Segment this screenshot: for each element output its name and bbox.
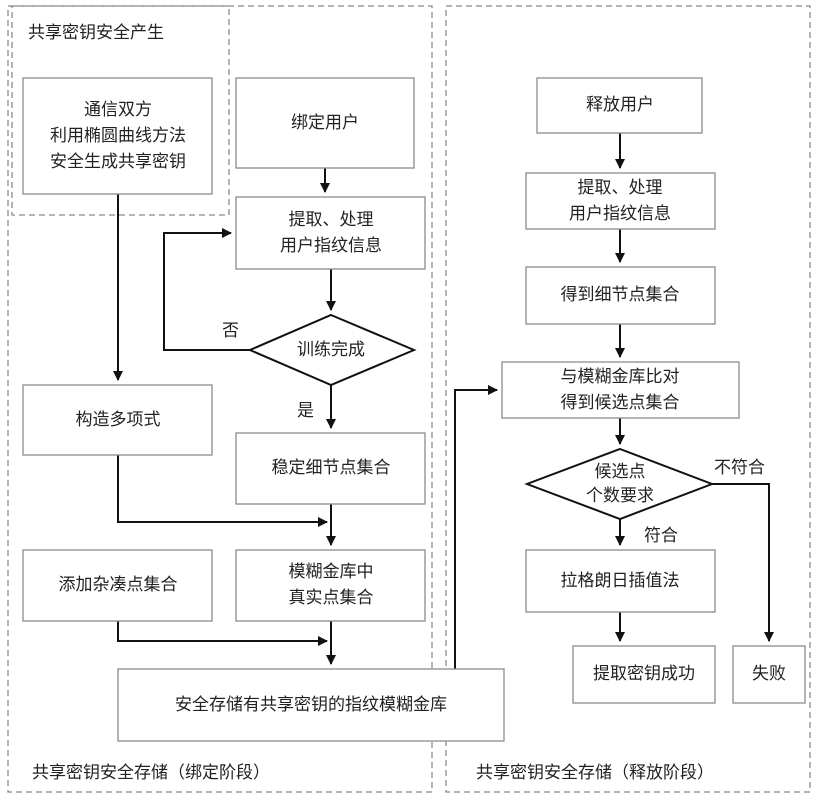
node-extract-bind — [235, 196, 426, 270]
node-label-compare-vault: 得到候选点集合 — [561, 393, 680, 413]
release-stage-frame — [445, 5, 811, 793]
node-label-extract-release: 提取、处理 — [578, 178, 663, 198]
node-label-generate-key: 利用椭圆曲线方法 — [50, 126, 186, 146]
node-label-candidate-check: 个数要求 — [586, 486, 654, 506]
node-stable-minutiae — [235, 432, 426, 505]
release-stage-title: 共享密钥安全存储（释放阶段） — [476, 763, 714, 783]
node-label-get-minutiae: 得到细节点集合 — [561, 285, 680, 305]
node-vault-genuine — [235, 549, 426, 622]
key-generation-title: 共享密钥安全产生 — [28, 23, 164, 43]
node-label-extract-bind: 提取、处理 — [289, 210, 374, 230]
node-label-key-success: 提取密钥成功 — [593, 664, 695, 684]
node-label-candidate-check: 候选点 — [595, 462, 646, 482]
node-extract-release — [525, 172, 716, 230]
node-key-success — [572, 645, 716, 704]
edge-label-yes: 是 — [297, 401, 314, 421]
edge-storage-to-compare — [454, 385, 498, 669]
node-fail — [732, 645, 806, 704]
node-label-fail: 失败 — [752, 664, 786, 684]
node-lagrange — [525, 549, 716, 613]
node-label-bind-user: 绑定用户 — [291, 113, 359, 133]
edge-label-not-match: 不符合 — [714, 458, 765, 478]
node-label-release-user: 释放用户 — [586, 95, 654, 115]
node-label-extract-bind: 用户指纹信息 — [280, 236, 382, 256]
bind-stage-title: 共享密钥安全存储（绑定阶段） — [32, 763, 270, 783]
node-label-add-chaff: 添加杂凑点集合 — [59, 575, 178, 595]
node-label-stable-minutiae: 稳定细节点集合 — [272, 458, 391, 478]
node-label-secure-vault: 安全存储有共享密钥的指纹模糊金库 — [175, 695, 447, 715]
node-label-build-polynomial: 构造多项式 — [76, 410, 161, 430]
key-generation-frame — [11, 5, 230, 216]
node-secure-vault — [117, 668, 505, 742]
edge-polynomial-to-vault — [117, 455, 328, 527]
edge-chaff-to-storage — [117, 621, 328, 646]
node-labels: 通信双方利用椭圆曲线方法安全生成共享密钥绑定用户提取、处理用户指纹信息训练完成稳… — [50, 95, 786, 715]
node-label-training-done: 训练完成 — [297, 340, 365, 360]
edge-label-no: 否 — [222, 321, 239, 341]
node-label-vault-genuine: 模糊金库中 — [289, 562, 374, 582]
node-label-lagrange: 拉格朗日插值法 — [561, 571, 680, 591]
edge-training-no-loop — [163, 228, 250, 351]
node-generate-key — [22, 77, 213, 195]
node-label-generate-key: 安全生成共享密钥 — [50, 152, 186, 172]
bind-stage-frame — [7, 5, 433, 793]
node-get-minutiae — [525, 266, 716, 325]
node-build-polynomial — [22, 384, 213, 456]
node-label-compare-vault: 与模糊金库比对 — [561, 367, 680, 387]
node-bind-user — [235, 77, 415, 169]
node-label-extract-release: 用户指纹信息 — [569, 204, 671, 224]
node-compare-vault — [501, 361, 740, 419]
edge-label-match: 符合 — [644, 526, 678, 546]
node-label-vault-genuine: 真实点集合 — [289, 588, 374, 608]
edge-check-not-match — [712, 483, 774, 642]
node-candidate-check — [524, 447, 715, 521]
node-add-chaff — [22, 549, 213, 622]
node-training-done — [247, 313, 417, 387]
node-label-generate-key: 通信双方 — [84, 100, 152, 120]
node-release-user — [536, 77, 703, 134]
